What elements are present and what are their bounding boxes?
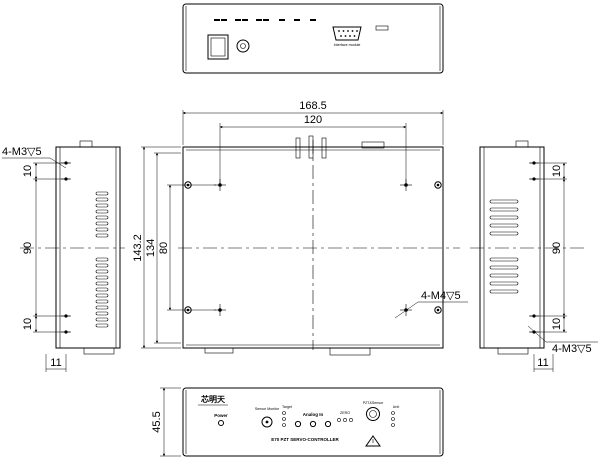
right-vents [489, 199, 519, 294]
dim-front-height: 45.5 [151, 411, 163, 432]
power-label: Power [214, 413, 228, 418]
connector-label: Interface module [334, 43, 361, 47]
dim-hole-spacing-x: 120 [304, 114, 322, 126]
front-dimensions: 45.5 [151, 387, 181, 457]
analog-in-1 [294, 420, 302, 428]
left-side-view: 10 90 10 4-M3▽5 11 [2, 140, 125, 372]
zero-label: ZERO [340, 411, 350, 415]
analog-in-label: Analog In [303, 412, 324, 417]
brand-logo: 芯明天 [201, 394, 226, 404]
right-side-body [479, 146, 545, 349]
callout-m4: 4-M4▽5 [421, 290, 461, 302]
db9-connector [332, 26, 362, 41]
dim-width-overall: 168.5 [299, 100, 327, 112]
dim-left-depth: 11 [50, 357, 61, 369]
rear-led [375, 25, 389, 31]
top-dimensions: 168.5 120 [182, 100, 444, 185]
dim-height-overall: 143.2 [132, 234, 144, 262]
dim-right-depth: 11 [537, 357, 548, 369]
rear-body [182, 3, 444, 74]
pzt-sensor-label: PZT&Sensor [363, 401, 384, 405]
power-led [218, 420, 224, 426]
callout-right-m3: 4-M3▽5 [552, 343, 592, 355]
callout-left-m3: 4-M3▽5 [2, 146, 42, 158]
main-view: 4-M4▽5 [178, 135, 468, 356]
rear-jumper-row [214, 19, 316, 21]
front-body [182, 387, 444, 457]
dim-left-side-height: 90 [22, 242, 34, 254]
power-jack [236, 39, 250, 53]
target-label: Target [282, 405, 292, 409]
left-side-body [55, 146, 121, 349]
main-vertical-dimensions: 143.2 134 80 [132, 146, 216, 349]
sensor-label: Sensor Monitor [255, 407, 280, 411]
dim-hole-spacing-y: 80 [158, 242, 170, 254]
analog-in-2 [309, 420, 317, 428]
pzt-sensor-connector [366, 407, 380, 421]
dim-right-side-height: 90 [551, 242, 563, 254]
right-side-view: 10 90 10 4-M3▽5 11 [470, 140, 598, 372]
sensor-connector [261, 416, 273, 428]
model-label: E70 PZT SERVO-CONTROLLER [271, 437, 339, 442]
unit-label: Unit [393, 405, 399, 409]
dim-height-inner: 134 [145, 239, 157, 257]
rear-view: Interface module [182, 3, 444, 74]
analog-in-3 [324, 420, 332, 428]
dim-right-bottom-offset: 10 [551, 318, 563, 330]
dim-left-bottom-offset: 10 [22, 318, 34, 330]
power-switch [207, 34, 229, 60]
dim-right-top-offset: 10 [551, 165, 563, 177]
dim-left-top-offset: 10 [22, 165, 34, 177]
warning-icon [365, 435, 381, 447]
front-view: 芯明天 Power Sensor Monitor Target Analog I… [182, 387, 444, 457]
left-vents [95, 191, 109, 328]
